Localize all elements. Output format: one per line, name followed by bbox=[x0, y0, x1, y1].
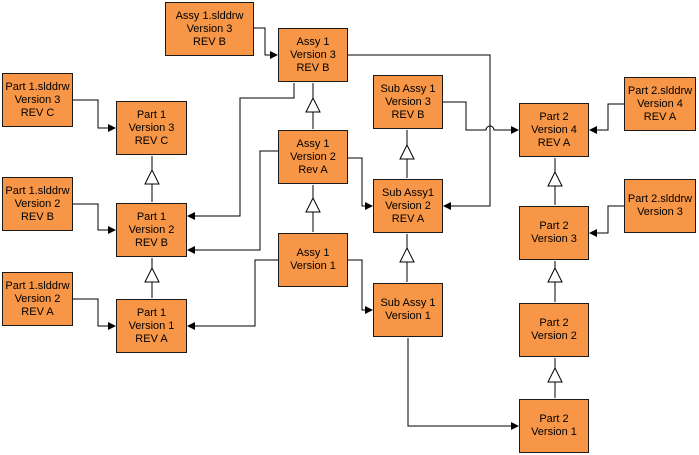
node-line: Version 2 bbox=[531, 330, 577, 342]
link-assy1-v3-to-part1-v2 bbox=[187, 83, 295, 220]
node-line: Rev A bbox=[298, 163, 328, 176]
node-line: Assy 1 bbox=[296, 247, 330, 259]
node-line: Version 4 bbox=[531, 123, 577, 136]
node-line: Version 3 bbox=[290, 48, 336, 61]
node-line: REV B bbox=[134, 236, 168, 249]
part2-version4: Part 2 Version 4 REV A bbox=[519, 103, 589, 157]
link-part1-drawing-v2a-to-part1-v1 bbox=[73, 298, 116, 330]
link-subassy1-v3-to-part2-v4 bbox=[443, 101, 519, 134]
node-line: REV B bbox=[391, 108, 425, 121]
node-line: REV C bbox=[20, 106, 55, 119]
node-line: Part 2 bbox=[539, 413, 569, 425]
version-link-part1-v1-v2-triangle bbox=[144, 266, 160, 283]
assy1-version2: Assy 1 Version 2 Rev A bbox=[278, 130, 348, 184]
link-part1-drawing-v2b-to-part1-v2 bbox=[73, 203, 116, 234]
node-line: REV B bbox=[20, 210, 54, 223]
part2-version1: Part 2 Version 1 bbox=[519, 399, 589, 453]
node-line: REV A bbox=[135, 332, 168, 345]
node-line: Part 1 bbox=[136, 210, 167, 223]
node-line: Part 2 bbox=[539, 110, 569, 123]
node-line: Version 3 bbox=[186, 22, 233, 35]
link-assy1-v1-to-subassy1-v1 bbox=[348, 259, 373, 314]
node-line: Part 2 bbox=[539, 220, 569, 232]
node-line: Version 1 bbox=[531, 426, 577, 438]
node-line: Part 2 bbox=[539, 317, 569, 329]
node-line: Part 2.slddrw bbox=[627, 84, 693, 97]
link-part2-drawing-v4-to-part2-v4 bbox=[589, 103, 624, 134]
drawing-part1-version2-reva: Part 1.slddrw Version 2 REV A bbox=[2, 272, 73, 326]
node-line: Version 3 bbox=[385, 95, 431, 108]
node-line: Part 1.slddrw bbox=[5, 80, 70, 93]
subassy1-version1: Sub Assy 1 Version 1 bbox=[373, 283, 443, 337]
node-line: Version 1 bbox=[385, 310, 431, 322]
drawing-part1-version3: Part 1.slddrw Version 3 REV C bbox=[2, 73, 73, 127]
node-line: REV A bbox=[21, 305, 54, 318]
version-link-part2-v3-v4-triangle bbox=[547, 170, 563, 187]
node-line: Part 1 bbox=[136, 108, 167, 121]
node-line: Version 3 bbox=[128, 121, 175, 134]
node-line: Assy 1 bbox=[296, 35, 330, 48]
node-line: REV A bbox=[643, 110, 677, 123]
link-assy1-v3-to-subassy1-v2 bbox=[348, 54, 491, 210]
version-link-part2-v2-v3-triangle bbox=[547, 266, 563, 283]
node-line: Sub Assy1 bbox=[382, 186, 434, 199]
node-line: Part 2.slddrw bbox=[627, 193, 693, 205]
link-assy1-v1-to-part1-v1 bbox=[187, 259, 278, 330]
node-line: Version 2 bbox=[14, 292, 61, 305]
version-link-subassy1-v1-v2-triangle bbox=[399, 246, 415, 263]
subassy1-version3: Sub Assy 1 Version 3 REV B bbox=[373, 75, 443, 129]
version-link-assy1-v2-v3-triangle bbox=[305, 96, 321, 113]
node-line: REV A bbox=[391, 212, 425, 225]
node-line: Version 3 bbox=[14, 93, 61, 106]
link-part1-drawing-v3-to-part1-v3 bbox=[73, 99, 116, 132]
drawing-assy1-version3: Assy 1.slddrw Version 3 REV B bbox=[165, 2, 254, 56]
node-line: REV C bbox=[134, 134, 169, 147]
assy1-version3: Assy 1 Version 3 REV B bbox=[278, 28, 348, 82]
part2-version3: Part 2 Version 3 bbox=[519, 206, 589, 260]
version-link-part2-v1-v2-triangle bbox=[547, 366, 563, 383]
node-line: Part 1.slddrw bbox=[5, 184, 70, 197]
node-line: Assy 1.slddrw bbox=[175, 9, 244, 22]
node-line: REV B bbox=[296, 61, 330, 74]
node-line: Version 1 bbox=[128, 319, 175, 332]
node-line: Version 2 bbox=[290, 150, 336, 163]
link-assy1-v2-to-part1-v2 bbox=[187, 150, 278, 254]
node-line: Part 1 bbox=[136, 306, 167, 319]
node-line: REV B bbox=[192, 35, 226, 48]
node-line: Assy 1 bbox=[296, 137, 330, 150]
link-assy1-v2-to-subassy1-v2 bbox=[348, 157, 373, 210]
node-line: Version 2 bbox=[128, 223, 175, 236]
subassy1-version2: Sub Assy1 Version 2 REV A bbox=[373, 179, 443, 233]
node-line: Part 1.slddrw bbox=[5, 279, 70, 292]
assy1-version1: Assy 1 Version 1 bbox=[278, 233, 348, 287]
node-line: Sub Assy 1 bbox=[380, 297, 436, 309]
part1-version2: Part 1 Version 2 REV B bbox=[116, 203, 187, 257]
node-line: Sub Assy 1 bbox=[380, 82, 436, 95]
part2-version2: Part 2 Version 2 bbox=[519, 303, 589, 357]
link-part2-drawing-v3-to-part2-v3 bbox=[589, 205, 624, 237]
node-line: REV A bbox=[537, 136, 571, 149]
node-line: Version 1 bbox=[290, 260, 336, 272]
drawing-part1-version2-revb: Part 1.slddrw Version 2 REV B bbox=[2, 177, 73, 231]
drawing-part2-version3: Part 2.slddrw Version 3 bbox=[624, 179, 696, 233]
node-line: Version 2 bbox=[385, 199, 431, 212]
version-link-subassy1-v2-v3-triangle bbox=[399, 143, 415, 160]
link-subassy1-v1-to-part2-v1 bbox=[407, 338, 519, 430]
node-line: Version 4 bbox=[637, 97, 683, 110]
node-line: Version 3 bbox=[637, 206, 683, 218]
link-assy1-drawing-to-assy1-v3 bbox=[254, 27, 278, 59]
version-link-assy1-v1-v2-triangle bbox=[305, 196, 321, 213]
node-line: Version 3 bbox=[531, 233, 577, 245]
drawing-part2-version4: Part 2.slddrw Version 4 REV A bbox=[624, 77, 696, 131]
part1-version3: Part 1 Version 3 REV C bbox=[116, 101, 187, 155]
version-link-part1-v2-v3-triangle bbox=[144, 168, 160, 185]
part1-version1: Part 1 Version 1 REV A bbox=[116, 299, 187, 353]
node-line: Version 2 bbox=[14, 197, 61, 210]
